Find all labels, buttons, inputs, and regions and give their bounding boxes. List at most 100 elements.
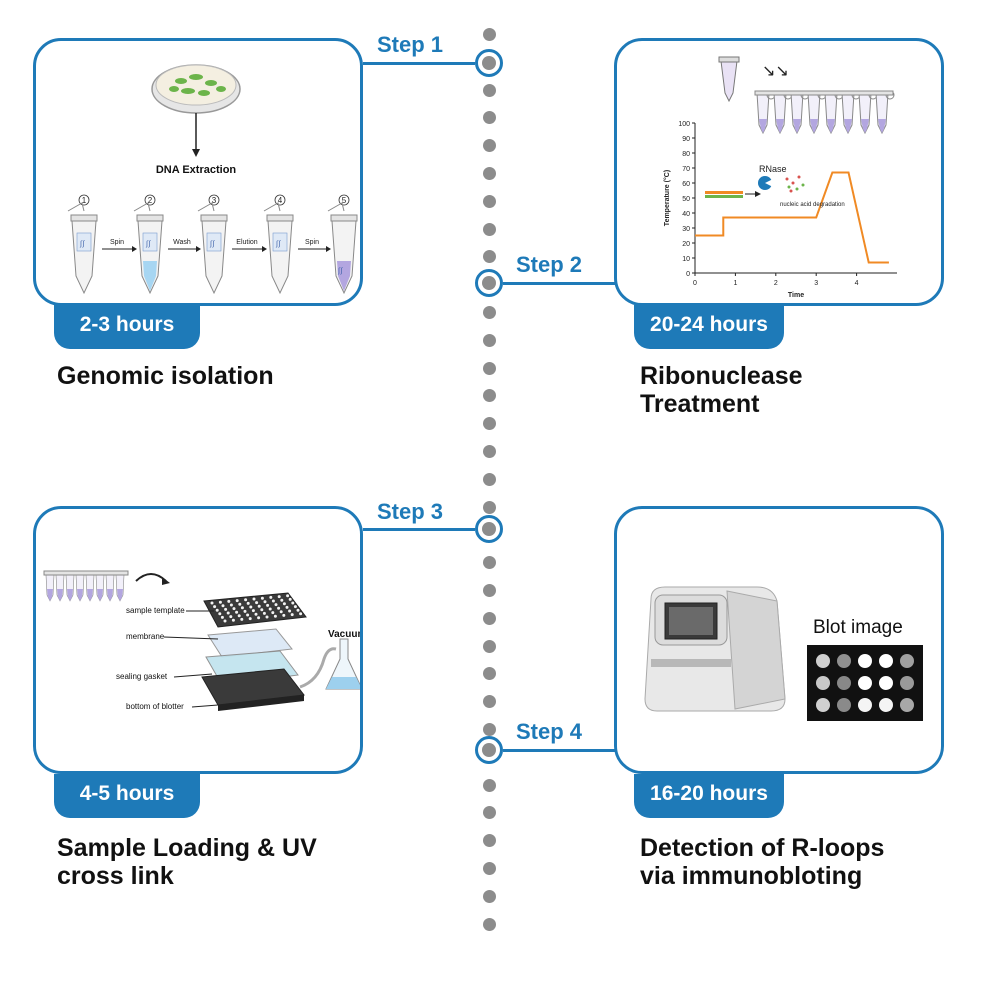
y-tick-label: 30 (682, 226, 690, 233)
blot-dot (879, 698, 893, 712)
blot-dot (879, 676, 893, 690)
bottom-of-blotter-label: bottom of blotter (126, 702, 184, 711)
y-tick-label: 20 (682, 241, 690, 248)
tube-number: 3 (212, 196, 217, 205)
pcr-tube-strip (718, 56, 740, 103)
blot-dot (900, 654, 914, 668)
sealing-gasket-label: sealing gasket (116, 672, 168, 681)
timeline-dot (483, 389, 496, 403)
timeline-dot (483, 139, 496, 153)
timeline-dot (483, 111, 496, 125)
step-1-duration: 2-3 hours (54, 305, 200, 349)
temperature-curve (695, 171, 889, 264)
timeline-dot (483, 806, 496, 820)
timeline-dot (483, 778, 496, 792)
dna-extraction-label: DNA Extraction (156, 164, 237, 176)
x-tick-label: 2 (774, 280, 778, 287)
step-3-marker (475, 515, 503, 543)
blot-dot (837, 654, 851, 668)
y-tick-label: 100 (678, 121, 690, 128)
x-tick-label: 4 (855, 280, 859, 287)
blot-dot (900, 676, 914, 690)
timeline-dot (483, 889, 496, 903)
timeline-dot (483, 639, 496, 653)
degradation-label: nucleic acid degradation (780, 202, 845, 208)
membrane-label: membrane (126, 632, 165, 641)
blot-dot (837, 698, 851, 712)
y-tick-label: 0 (686, 271, 690, 278)
blot-dot (879, 654, 893, 668)
blot-dot (837, 676, 851, 690)
svg-text:↘↘: ↘↘ (762, 61, 789, 80)
svg-text:ʃʃ: ʃʃ (145, 240, 151, 248)
step-1-caption: Genomic isolation (57, 362, 274, 390)
y-tick-label: 60 (682, 181, 690, 188)
timeline-dot (483, 834, 496, 848)
timeline-dot (483, 723, 496, 736)
y-tick-label: 50 (682, 196, 690, 203)
blot-dot (900, 698, 914, 712)
sample-template-label: sample template (126, 606, 185, 615)
sample-loading-card: Vacuum sample template membrane sealing … (33, 506, 363, 774)
blot-dot (858, 698, 872, 712)
timeline-dot (483, 472, 496, 486)
tube (71, 220, 97, 295)
step-3-connector (363, 528, 475, 531)
x-tick-label: 0 (693, 280, 697, 287)
step-2-label: Step 2 (516, 252, 583, 277)
step-1-marker (475, 49, 503, 77)
x-tick-label: 1 (733, 280, 737, 287)
timeline-dot (483, 333, 496, 347)
timeline-dot (483, 556, 496, 570)
step-3-duration: 4-5 hours (54, 774, 200, 818)
step-4-label: Step 4 (516, 719, 583, 744)
rnase-inset: RNase nucleic acid degradation (705, 164, 845, 208)
tube (267, 220, 293, 295)
step-2-connector (503, 282, 616, 285)
timeline-dot (483, 361, 496, 375)
blot-dot (858, 676, 872, 690)
step-arrow-label: Spin (305, 239, 319, 246)
timeline-dot (483, 862, 496, 875)
y-axis-label: Temperature (°C) (663, 170, 671, 226)
timeline-dot (483, 28, 496, 41)
timeline-dot (483, 445, 496, 458)
step-4-connector (503, 749, 616, 752)
timeline-dot (483, 222, 496, 236)
timeline-dot (483, 611, 496, 625)
tube (201, 220, 227, 295)
step-3-label: Step 3 (377, 499, 444, 524)
y-tick-label: 40 (682, 211, 690, 218)
imager-illustration: Blot image (644, 586, 923, 721)
immunoblot-card: Blot image (614, 506, 944, 774)
timeline-dot (483, 917, 496, 931)
timeline-dot (483, 250, 496, 264)
blot-dot (816, 654, 830, 668)
svg-text:ʃʃ: ʃʃ (209, 240, 215, 248)
step-1-label: Step 1 (377, 32, 444, 57)
timeline-dot (483, 500, 496, 514)
vacuum-label: Vacuum (328, 629, 360, 640)
tube-number: 4 (278, 196, 283, 205)
y-tick-label: 10 (682, 256, 690, 263)
rnase-label: RNase (759, 164, 787, 174)
timeline-dot (483, 167, 496, 180)
step-4-duration: 16-20 hours (634, 774, 784, 818)
y-tick-label: 90 (682, 136, 690, 143)
step-4-marker (475, 736, 503, 764)
step-arrow-label: Wash (173, 239, 191, 246)
step-2-duration: 20-24 hours (634, 305, 784, 349)
blot-dot (816, 676, 830, 690)
x-tick-label: 3 (814, 280, 818, 287)
blot-dot (816, 698, 830, 712)
timeline-dot (483, 695, 496, 709)
timeline-dot (483, 417, 496, 431)
blot-dot (858, 654, 872, 668)
timeline-dot (483, 584, 496, 597)
